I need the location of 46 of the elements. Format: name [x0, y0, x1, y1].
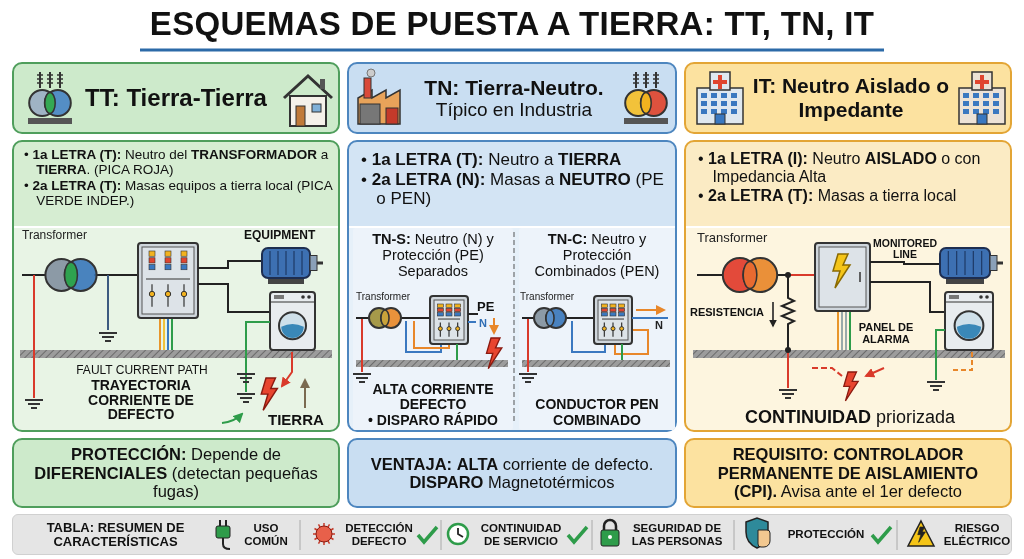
diagram-label: Transformer — [520, 292, 576, 303]
diagram-caption: ALTA CORRIENTE DEFECTO — [371, 381, 494, 413]
panel-subtitle: Típico en Industria — [435, 99, 593, 121]
diagram-label: Transformer — [356, 292, 412, 303]
diagram-label: FAULT CURRENT PATH — [75, 364, 209, 377]
table-heading: TABLA: RESUMEN DE CARACTERÍSTICAS — [45, 518, 186, 551]
diagram-label: MONITORED LINE — [872, 238, 938, 261]
note-box — [684, 438, 1012, 508]
bullet-text: • 1a LETRA (T): Neutro a TIERRA — [361, 150, 623, 170]
summary-bar — [12, 514, 1012, 555]
panel-heading: TT: Tierra-Tierra — [85, 84, 267, 112]
diagram-caption: • DISPARO RÁPIDO — [368, 412, 498, 428]
panel-heading: IT: Neutro Aislado o Impedante — [751, 74, 951, 122]
summary-note: REQUISITO: CONTROLADOR PERMANENTE DE AISLAMIENTO (CPI). Avisa ante el 1er defecto — [716, 445, 980, 501]
diagram-label: TIERRA — [268, 412, 325, 428]
diagram-label: TRAYECTORIA CORRIENTE DE DEFECTO — [87, 378, 195, 423]
diagram-label: Transformer — [697, 231, 769, 245]
feature-label: PROTECCIÓN — [786, 527, 866, 543]
summary-note: VENTAJA: ALTA corriente de defecto. DISPARO Magnetotérmicos — [369, 454, 655, 492]
diagram-label: CONTINUIDAD priorizada — [743, 408, 956, 427]
diagram-label: N — [479, 318, 488, 330]
bullet-text: • 2a LETRA (N): Masas a NEUTRO (PE o PEN) — [361, 170, 665, 209]
diagram-label: EQUIPMENT — [244, 229, 317, 242]
info-panel — [347, 140, 677, 432]
diagram-label: PANEL DE ALARMA — [857, 322, 915, 346]
diagram-label: Transformer — [22, 229, 88, 242]
panel-heading: TN: Tierra-Neutro. — [424, 75, 604, 100]
diagram-label: N — [655, 320, 664, 332]
bullet-text: • 1a LETRA (T): Neutro del TRANSFORMADOR a TIERRA. (PICA ROJA) — [24, 147, 330, 178]
feature-label: SEGURIDAD DE LAS PERSONAS — [630, 521, 724, 549]
bullet-text: • 1a LETRA (I): Neutro AISLADO o con Impedancia Alta — [698, 150, 982, 186]
bullet-text: • 2a LETRA (T): Masas a tierra local — [698, 186, 958, 205]
diagram-caption: CONDUCTOR PEN COMBINADO — [534, 397, 660, 428]
diagram-label: RESISTENCIA — [690, 307, 765, 319]
subpanel-heading: TN-C: Neutro y Protección Combinados (PEN) — [533, 232, 661, 280]
subpanel-heading: TN-S: Neutro (N) y Protección (PE) Separados — [371, 232, 495, 280]
feature-label: USO COMÚN — [243, 521, 289, 549]
diagram-label: PE — [477, 300, 496, 314]
note-box — [12, 438, 340, 508]
feature-label: CONTINUIDAD DE SERVICIO — [479, 521, 563, 549]
feature-label: RIESGO ELÉCTRICO — [942, 521, 1012, 549]
note-box — [347, 438, 677, 508]
bullet-text: • 2a LETRA (T): Masas equipos a tierra local (PICA VERDE INDEP.) — [24, 178, 334, 209]
feature-label: DETECCIÓN DEFECTO — [344, 521, 414, 549]
title: ESQUEMAS DE PUESTA A TIERRA: TT, TN, IT — [148, 5, 876, 43]
summary-note: PROTECCIÓN: Depende de DIFERENCIALES (detectan pequeñas fugas) — [33, 445, 319, 501]
